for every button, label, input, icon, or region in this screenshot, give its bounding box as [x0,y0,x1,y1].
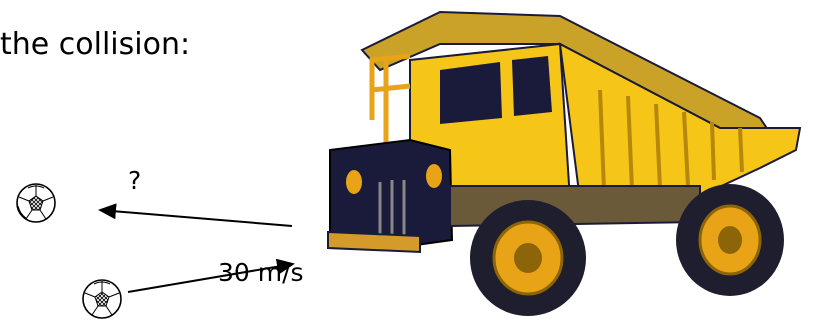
soccer-ball-before-icon [83,280,121,318]
rear-wheel-icon [676,184,784,296]
rebound-arrow [100,210,292,226]
soccer-ball-after-icon [17,184,55,222]
front-wheel-icon [470,200,586,316]
dump-truck-icon [328,12,800,316]
incoming-arrow [128,264,293,292]
